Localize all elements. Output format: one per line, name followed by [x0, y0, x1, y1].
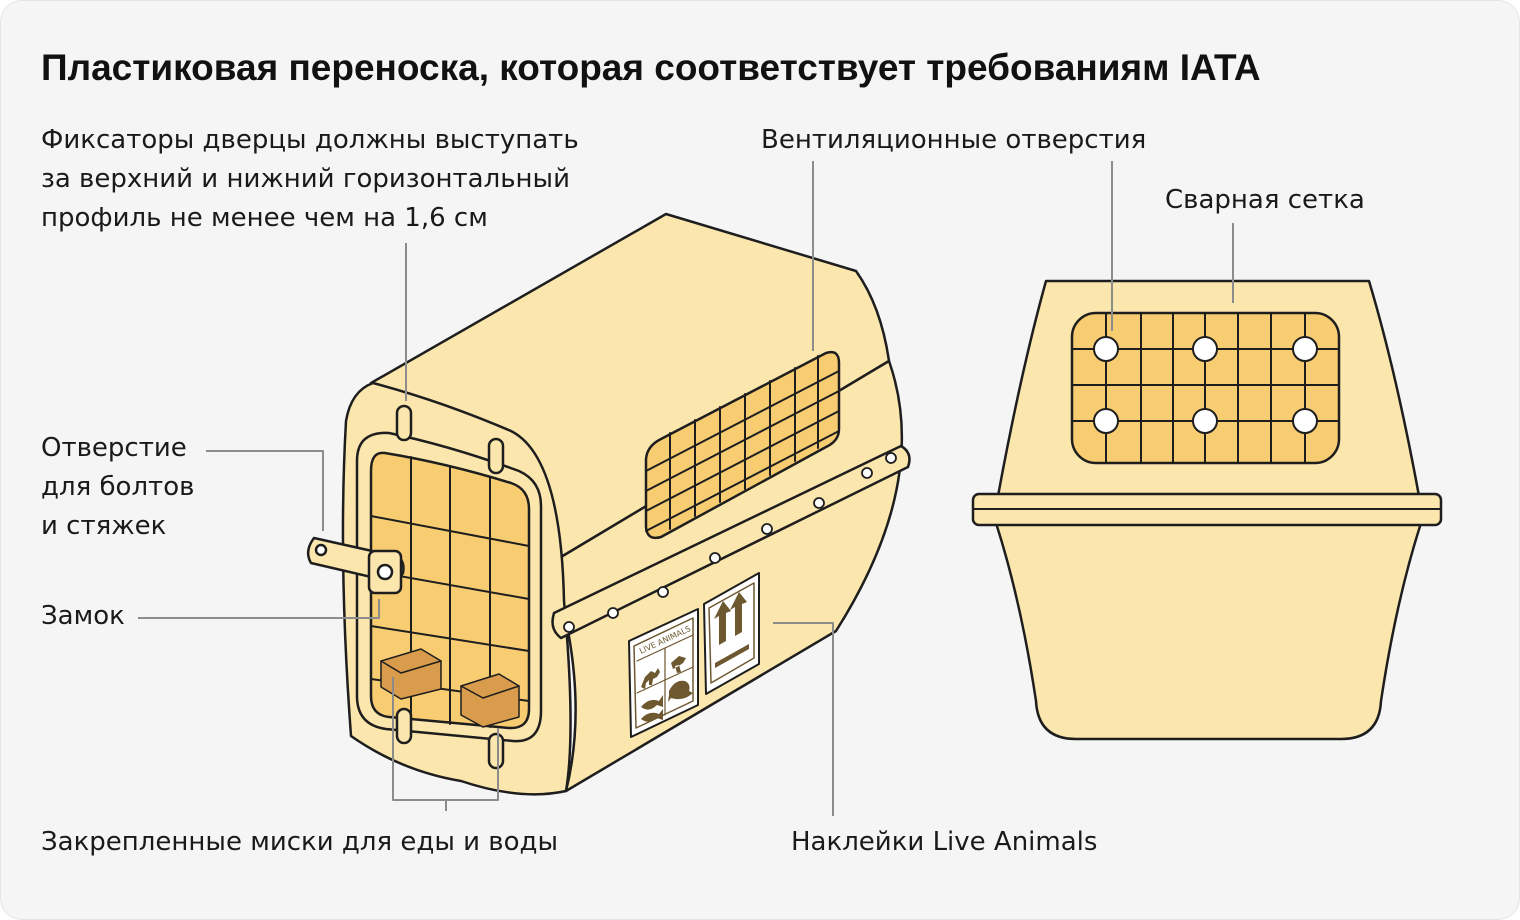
label-door-latches: Фиксаторы дверцы должны выступать за вер… — [41, 125, 579, 233]
leader-lock — [138, 599, 380, 619]
door-latch-bottom-left — [395, 707, 413, 745]
diagram-title: Пластиковая переноска, которая соответст… — [41, 47, 1261, 88]
carrier-front-view — [971, 279, 1443, 741]
label-bolt-holes: Отверстие для болтов и стяжек — [41, 433, 195, 541]
fish-icon — [641, 695, 663, 722]
front-view-vent-holes — [1093, 336, 1318, 434]
turtle-icon — [668, 680, 693, 702]
bird-icon — [671, 656, 686, 673]
label-welded-mesh: Сварная сетка — [1165, 185, 1365, 215]
bowl-left — [380, 648, 442, 700]
this-way-up-arrows-icon — [714, 592, 749, 668]
side-bolt-holes — [563, 452, 897, 633]
label-live-animals-stickers: Наклейки Live Animals — [791, 827, 1098, 857]
carrier-3q-view: LIVE ANIMALS — [306, 212, 911, 796]
door-latch-bottom-right — [487, 732, 505, 770]
label-lock: Замок — [41, 601, 125, 631]
bowl-right — [460, 673, 520, 728]
this-way-up-sticker — [703, 572, 760, 695]
side-ventilation-bars — [645, 355, 840, 532]
label-bowls: Закрепленные миски для еды и воды — [41, 827, 559, 857]
leader-bolt-holes — [206, 450, 324, 531]
leader-lines — [138, 161, 1234, 816]
front-view-lower-body — [994, 521, 1423, 741]
label-ventilation: Вентиляционные отверстия — [761, 125, 1147, 155]
side-bolt-flange — [551, 444, 911, 640]
leader-stickers — [773, 622, 834, 816]
leader-bowls — [392, 677, 499, 811]
door-latch-top-right — [487, 437, 505, 475]
door-latch-top-left — [395, 404, 413, 442]
dog-icon — [641, 668, 660, 689]
door-lock-hole — [376, 563, 394, 581]
bolt-hole-front — [314, 543, 328, 557]
